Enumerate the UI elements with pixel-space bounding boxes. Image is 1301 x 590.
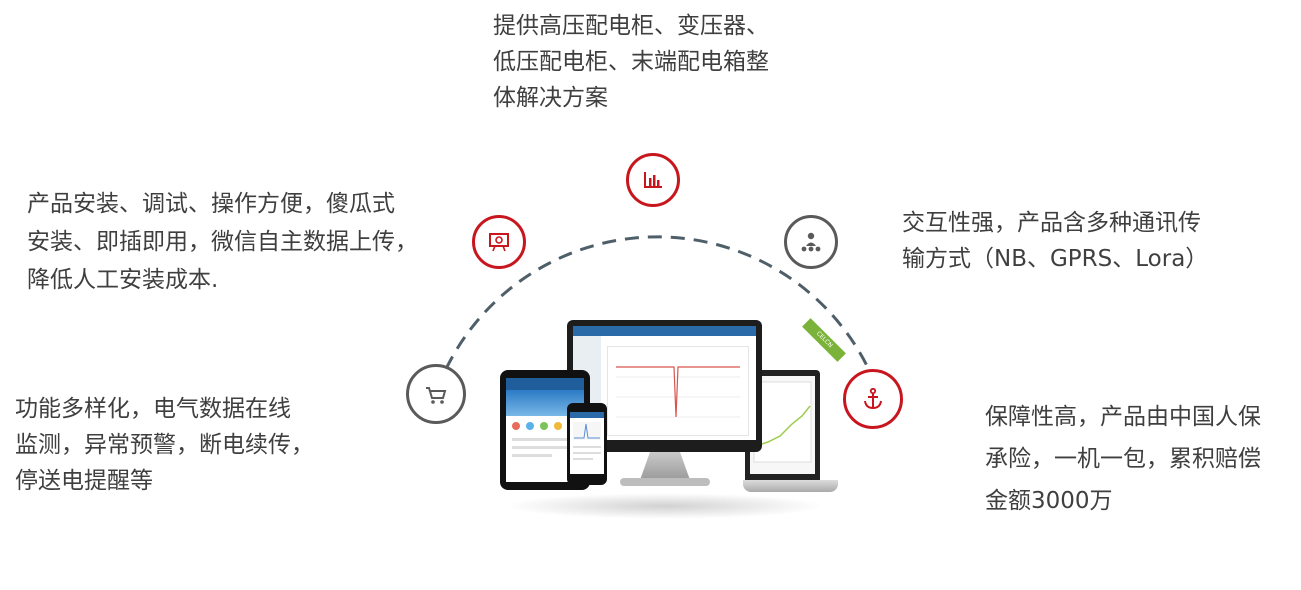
- feature-lower-left-line-1: 功能多样化，电气数据在线: [15, 396, 291, 422]
- monitor-image: CELCN: [567, 318, 846, 452]
- feature-upper-right-line-1: 交互性强，产品含多种通讯传: [902, 210, 1201, 236]
- feature-upper-right: 交互性强，产品含多种通讯传 输方式（NB、GPRS、Lora）: [902, 205, 1208, 277]
- feature-top-line-1: 提供高压配电柜、变压器、: [493, 13, 769, 39]
- feature-upper-left: 产品安装、调试、操作方便，傻瓜式 安装、即插即用，微信自主数据上传， 降低人工安…: [27, 185, 418, 299]
- feature-lower-left: 功能多样化，电气数据在线 监测，异常预警，断电续传， 停送电提醒等: [15, 391, 314, 499]
- anchor-icon: [843, 369, 903, 429]
- feature-upper-right-line-2: 输方式（NB、GPRS、Lora）: [902, 246, 1209, 272]
- bar-chart-icon: [626, 153, 680, 207]
- feature-upper-left-line-2: 安装、即插即用，微信自主数据上传，: [27, 229, 418, 255]
- devices-illustration: CELCN: [495, 315, 846, 525]
- feature-lower-left-line-2: 监测，异常预警，断电续传，: [15, 432, 314, 458]
- feature-lower-right-line-2: 承险，一机一包，累积赔偿: [985, 446, 1261, 472]
- feature-lower-right: 保障性高，产品由中国人保 承险，一机一包，累积赔偿 金额3000万: [985, 396, 1261, 522]
- feature-top-line-3: 体解决方案: [493, 85, 608, 111]
- feature-upper-left-line-3: 降低人工安装成本.: [27, 267, 219, 293]
- feature-top: 提供高压配电柜、变压器、 低压配电柜、末端配电箱整 体解决方案: [493, 8, 769, 116]
- feature-lower-right-line-1: 保障性高，产品由中国人保: [985, 404, 1261, 430]
- feature-top-line-2: 低压配电柜、末端配电箱整: [493, 49, 769, 75]
- feature-lower-right-line-3: 金额3000万: [985, 488, 1113, 514]
- monitor-ribbon: CELCN: [802, 318, 846, 362]
- shopping-cart-icon: [406, 364, 466, 424]
- presentation-board-icon: [472, 215, 526, 269]
- feature-lower-left-line-3: 停送电提醒等: [15, 468, 153, 494]
- network-hierarchy-icon: [784, 215, 838, 269]
- feature-upper-left-line-1: 产品安装、调试、操作方便，傻瓜式: [27, 191, 395, 217]
- phone-image: [567, 403, 607, 485]
- devices-shadow: [505, 493, 825, 519]
